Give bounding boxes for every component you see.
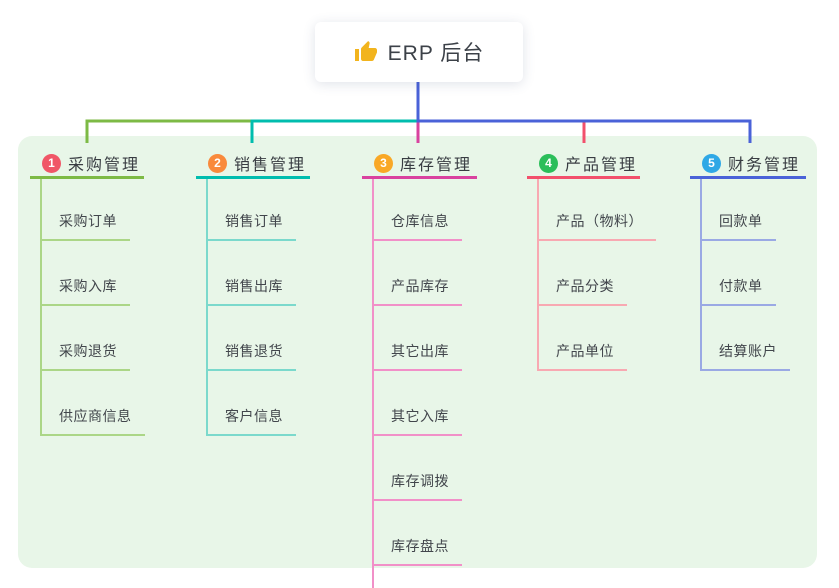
child-node[interactable]: 供应商信息 xyxy=(42,371,145,436)
branch-number-badge: 4 xyxy=(539,153,558,173)
branch-finance-children: 回款单 付款单 结算账户 xyxy=(700,179,790,371)
edge-branch2-line xyxy=(250,119,418,143)
child-node[interactable]: 销售退货 xyxy=(208,306,296,371)
branch-procurement-children: 采购订单 采购入库 采购退货 供应商信息 xyxy=(40,179,145,436)
branch-number-badge: 5 xyxy=(702,153,721,173)
child-node[interactable]: 采购退货 xyxy=(42,306,130,371)
branches-background-panel xyxy=(18,136,817,568)
child-node[interactable]: 付款单 xyxy=(702,241,776,306)
edge-branch1-line xyxy=(85,119,252,143)
branch-inventory-children: 仓库信息 产品库存 其它出库 其它入库 库存调拨 库存盘点 出库库明细 xyxy=(372,179,477,588)
branch-product-children: 产品（物料） 产品分类 产品单位 xyxy=(537,179,656,371)
branch-sales-node[interactable]: 2 销售管理 xyxy=(196,150,310,179)
child-node[interactable]: 产品（物料） xyxy=(539,179,656,241)
root-node-erp[interactable]: ERP 后台 xyxy=(315,22,523,82)
branch-title-label: 产品管理 xyxy=(565,157,638,174)
branch-finance-node[interactable]: 5 财务管理 xyxy=(690,150,806,179)
child-node[interactable]: 回款单 xyxy=(702,179,776,241)
branch-finance: 5 财务管理 回款单 付款单 结算账户 xyxy=(690,150,806,371)
branch-title-label: 采购管理 xyxy=(68,157,141,174)
branch-inventory-node[interactable]: 3 库存管理 xyxy=(362,150,477,179)
child-node[interactable]: 库存调拨 xyxy=(374,436,462,501)
child-node[interactable]: 库存盘点 xyxy=(374,501,462,566)
branch-inventory: 3 库存管理 仓库信息 产品库存 其它出库 其它入库 库存调拨 库存盘点 出库库… xyxy=(362,150,477,588)
child-node[interactable]: 采购订单 xyxy=(42,179,130,241)
edge-branch5-root-stem-line xyxy=(416,82,752,143)
branch-title-label: 财务管理 xyxy=(728,157,801,174)
child-node[interactable]: 其它出库 xyxy=(374,306,462,371)
branch-number-badge: 1 xyxy=(42,153,61,173)
child-node[interactable]: 结算账户 xyxy=(702,306,790,371)
branch-number-badge: 2 xyxy=(208,153,227,173)
child-node[interactable]: 产品分类 xyxy=(539,241,627,306)
branch-product-node[interactable]: 4 产品管理 xyxy=(527,150,640,179)
child-node[interactable]: 产品单位 xyxy=(539,306,627,371)
child-node[interactable]: 客户信息 xyxy=(208,371,296,436)
branch-title-label: 销售管理 xyxy=(234,157,307,174)
branch-sales: 2 销售管理 销售订单 销售出库 销售退货 客户信息 xyxy=(196,150,310,436)
root-node-label: ERP 后台 xyxy=(387,42,485,65)
thumbs-up-icon xyxy=(354,40,378,64)
child-node[interactable]: 其它入库 xyxy=(374,371,462,436)
branch-title-label: 库存管理 xyxy=(400,157,473,174)
branch-procurement: 1 采购管理 采购订单 采购入库 采购退货 供应商信息 xyxy=(30,150,145,436)
child-node[interactable]: 产品库存 xyxy=(374,241,462,306)
child-node[interactable]: 出库库明细 xyxy=(374,566,477,588)
branch-sales-children: 销售订单 销售出库 销售退货 客户信息 xyxy=(206,179,296,436)
branch-procurement-node[interactable]: 1 采购管理 xyxy=(30,150,144,179)
child-node[interactable]: 仓库信息 xyxy=(374,179,462,241)
child-node[interactable]: 销售订单 xyxy=(208,179,296,241)
child-node[interactable]: 采购入库 xyxy=(42,241,130,306)
child-node[interactable]: 销售出库 xyxy=(208,241,296,306)
branch-product: 4 产品管理 产品（物料） 产品分类 产品单位 xyxy=(527,150,656,371)
branch-number-badge: 3 xyxy=(374,153,393,173)
